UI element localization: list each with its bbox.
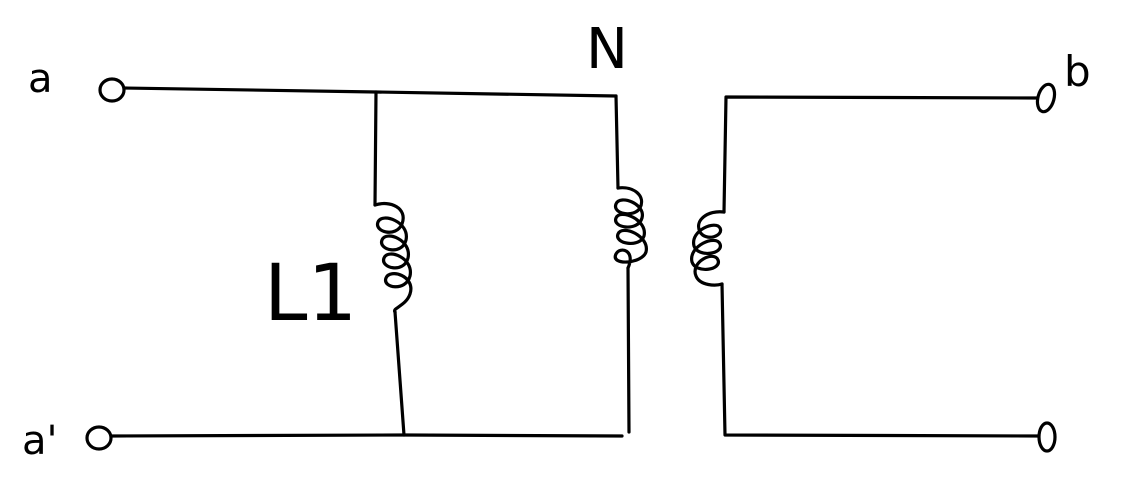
l1-lower-lead <box>393 310 406 437</box>
secondary-lower-lead <box>720 282 1042 438</box>
transformer-secondary-coil <box>690 210 726 287</box>
terminal-b-circle[interactable] <box>1035 82 1058 114</box>
inductor-l1-coil <box>373 202 413 314</box>
terminal-b-prime-circle[interactable] <box>1037 421 1057 453</box>
primary-upper-lead <box>614 94 620 190</box>
terminal-a-prime-circle[interactable] <box>85 425 113 451</box>
label-turns-ratio: N <box>586 17 628 82</box>
l1-upper-lead <box>373 90 378 207</box>
secondary-upper-lead <box>722 95 1040 214</box>
primary-lower-lead <box>626 266 631 434</box>
bottom-left-wire <box>110 433 624 438</box>
label-terminal-a-prime: a' <box>22 418 58 464</box>
label-terminal-b: b <box>1064 47 1091 96</box>
top-left-wire <box>122 86 618 98</box>
terminal-a-circle[interactable] <box>98 77 126 103</box>
label-inductor-l1: L1 <box>264 249 357 339</box>
label-terminal-a: a <box>28 56 53 102</box>
transformer-primary-coil <box>613 186 648 270</box>
